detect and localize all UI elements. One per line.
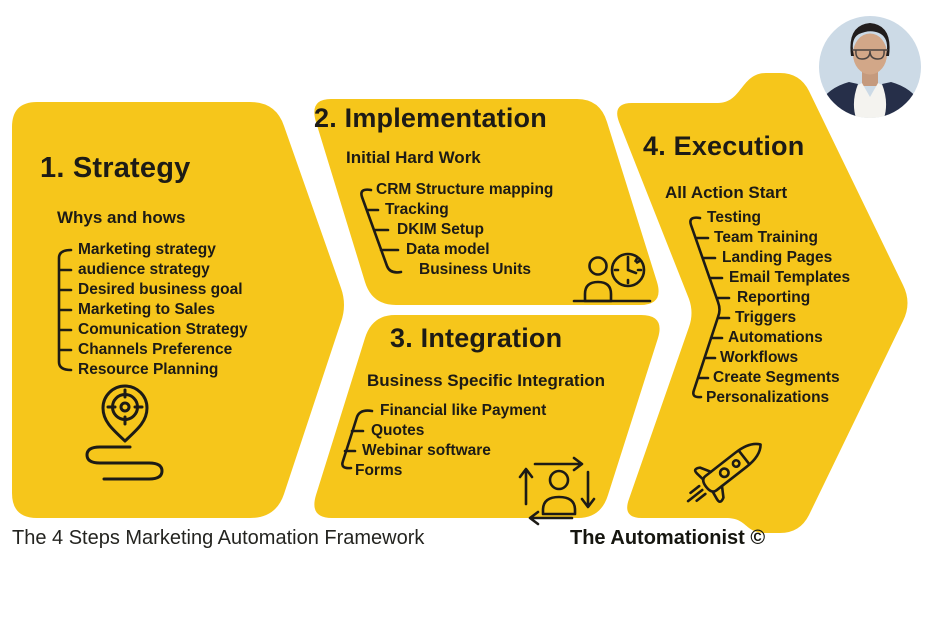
person-sync-arrows-icon [518,456,596,526]
section-2-subtitle: Initial Hard Work [346,148,481,167]
footer-caption: The 4 Steps Marketing Automation Framewo… [12,527,425,549]
implementation-bracket [360,188,403,274]
list-item: audience strategy [78,261,210,278]
profile-photo [819,16,921,118]
footer-brand: The Automationist © [570,527,766,549]
list-item: Quotes [371,422,425,439]
list-item: Triggers [735,309,797,326]
list-item: Comunication Strategy [78,321,248,338]
section-2-title: 2. Implementation [314,103,547,133]
list-item: DKIM Setup [397,221,484,238]
list-item: Marketing to Sales [78,301,215,318]
list-item: Automations [728,329,823,346]
map-pin-route-icon [85,384,164,481]
integration-shape [314,315,660,518]
list-item: CRM Structure mapping [376,181,554,198]
section-4-title: 4. Execution [643,131,805,161]
list-item: Data model [406,241,490,258]
section-3-title: 3. Integration [390,323,563,353]
list-item: Tracking [385,201,449,218]
strategy-shape [12,102,344,518]
section-3-subtitle: Business Specific Integration [367,371,606,390]
section-1-subtitle: Whys and hows [57,208,186,227]
rocket-icon [686,442,762,503]
list-item: Channels Preference [78,341,233,358]
execution-shape [617,73,908,533]
list-item: Desired business goal [78,281,243,298]
list-item: Marketing strategy [78,241,216,258]
list-item: Webinar software [362,442,491,459]
list-item: Email Templates [729,269,851,286]
list-item: Reporting [737,289,811,306]
list-item: Create Segments [713,369,840,386]
section-1-title: 1. Strategy [40,152,191,184]
execution-bracket [689,216,731,399]
list-item: Testing [707,209,761,226]
list-item: Forms [355,462,403,479]
list-item: Team Training [714,229,818,246]
list-item: Personalizations [706,389,830,406]
list-item: Resource Planning [78,361,219,378]
section-4-subtitle: All Action Start [665,183,788,202]
person-clock-icon [572,252,652,303]
list-item: Landing Pages [722,249,833,266]
strategy-bracket [57,248,73,372]
implementation-shape [314,99,659,305]
integration-bracket [341,409,374,470]
list-item: Business Units [419,261,531,278]
list-item: Financial like Payment [380,402,547,419]
list-item: Workflows [720,349,799,366]
